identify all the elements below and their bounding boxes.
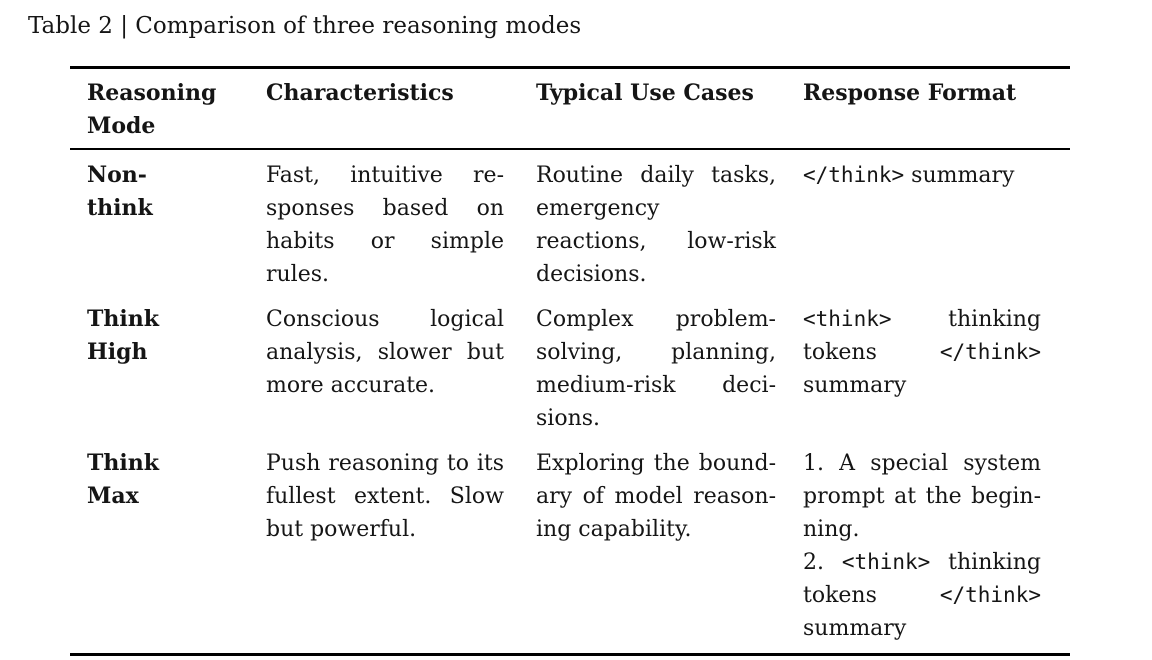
code-token: </think>	[803, 163, 905, 187]
cell-response-format: 1. A special system prompt at the begin­…	[803, 435, 1070, 655]
response-format-line: 1. A special system prompt at the begin­…	[803, 451, 1041, 542]
column-header-reasoning-mode: Reasoning Mode	[87, 80, 217, 139]
text-segment: thinking tokens	[803, 550, 1042, 608]
cell-use-cases: Complex problem-solving, planning, mediu…	[536, 307, 776, 431]
column-header-typical-use-cases: Typical Use Cases	[536, 80, 754, 106]
cell-use-cases: Routine daily tasks, emergency reactions…	[536, 163, 776, 287]
cell-characteristics: Fast, intuitive re­sponses based on habi…	[266, 163, 504, 287]
cell-reasoning-mode: Non-think	[87, 162, 153, 221]
text-segment: summary	[803, 373, 907, 398]
comparison-table: Reasoning Mode Characteristics Typical U…	[70, 66, 1070, 656]
text-segment: summary	[904, 163, 1015, 188]
cell-response-format: </think> summary	[803, 149, 1070, 291]
text-segment: thinking tokens	[803, 307, 1041, 365]
table-row-non-think: Non-think Fast, intuitive re­sponses bas…	[70, 149, 1070, 291]
cell-characteristics: Conscious logical analysis, slower but m…	[266, 307, 504, 398]
cell-response-format: <think> thinking tokens </think> summary	[803, 291, 1070, 435]
column-header-response-format: Response Format	[803, 80, 1017, 106]
text-segment: 2.	[803, 550, 842, 575]
table-row-think-max: Think Max Push reasoning to its fullest …	[70, 435, 1070, 655]
cell-use-cases: Exploring the bound­ary of model reason­…	[536, 451, 776, 542]
code-token: </think>	[939, 340, 1041, 364]
response-format-line: <think> thinking tokens </think> summary	[803, 303, 1041, 402]
cell-reasoning-mode: Think High	[87, 306, 159, 365]
response-format-line: 2. <think> thinking tokens </think> summ…	[803, 546, 1041, 645]
code-token: <think>	[803, 307, 892, 331]
text-segment: summary	[803, 616, 907, 641]
response-format-line: </think> summary	[803, 159, 1041, 192]
cell-reasoning-mode: Think Max	[87, 450, 159, 509]
table-caption: Table 2 | Comparison of three reasoning …	[28, 13, 582, 39]
cell-characteristics: Push reasoning to its fullest extent. Sl…	[266, 451, 504, 542]
column-header-characteristics: Characteristics	[266, 80, 454, 106]
code-token: </think>	[939, 583, 1041, 607]
code-token: <think>	[841, 550, 931, 574]
header-row: Reasoning Mode Characteristics Typical U…	[70, 68, 1070, 149]
table-row-think-high: Think High Conscious logical analysis, s…	[70, 291, 1070, 435]
